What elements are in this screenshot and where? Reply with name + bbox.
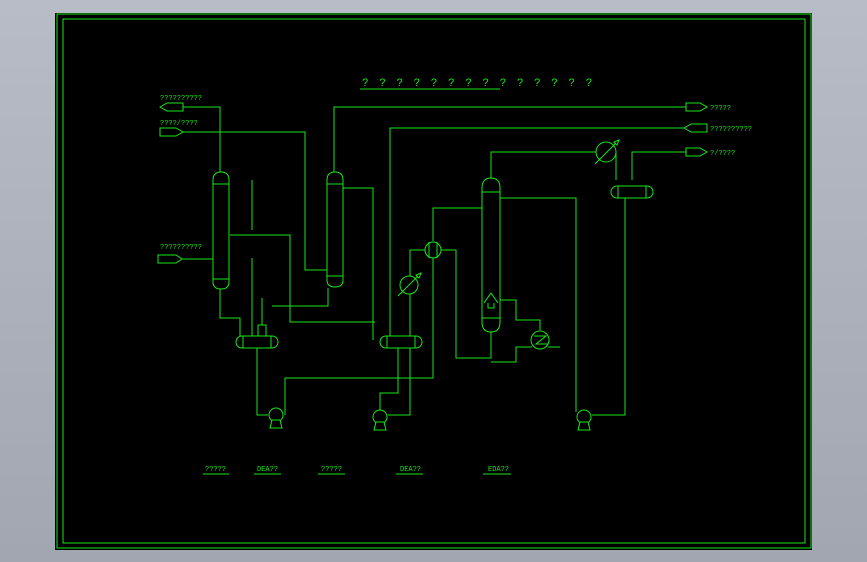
- pump-2[interactable]: [372, 409, 388, 431]
- right-arrow-in-icon: [159, 127, 185, 137]
- pump-3[interactable]: [576, 409, 592, 431]
- left-arrow-out-icon: [158, 102, 184, 112]
- right-stream-3-label: ?/????: [710, 150, 735, 158]
- equipment-label-4: DEA??: [400, 466, 421, 474]
- right-stream-2-label: ??????????: [710, 126, 752, 134]
- left-arrow-in-icon: [682, 123, 708, 133]
- right-stream-2[interactable]: ??????????: [682, 123, 752, 134]
- column-2[interactable]: [326, 171, 344, 288]
- equipment-label-3: ?????: [321, 466, 342, 474]
- equipment-label-5: EDA??: [488, 466, 509, 474]
- right-arrow-out-icon: [685, 102, 709, 112]
- outer-frame: [56, 13, 812, 549]
- right-arrow-in-icon: [157, 254, 183, 264]
- right-arrow-out-icon: [685, 147, 709, 157]
- drum-1[interactable]: [235, 324, 279, 349]
- drum-3[interactable]: [610, 185, 654, 199]
- equipment-labels: ????? DEA?? ????? DEA?? EDA??: [203, 466, 511, 475]
- left-stream-1-label: ??????????: [160, 95, 202, 103]
- reboiler[interactable]: [530, 330, 550, 350]
- right-stream-3[interactable]: ?/????: [685, 147, 735, 158]
- equipment-label-1: ?????: [205, 466, 226, 474]
- heat-exchanger-3[interactable]: [424, 241, 442, 259]
- equipment-label-2: DEA??: [257, 466, 278, 474]
- left-stream-3[interactable]: ??????????: [157, 244, 202, 264]
- drawing-title: ? ? ? ? ? ? ? ? ? ? ? ? ? ?: [362, 78, 594, 90]
- left-stream-3-label: ??????????: [160, 244, 202, 252]
- left-stream-2-label: ????/????: [160, 120, 198, 128]
- right-stream-1[interactable]: ?????: [685, 102, 731, 113]
- heat-exchanger-1[interactable]: [397, 272, 422, 297]
- column-1[interactable]: [212, 171, 230, 290]
- piping: [182, 106, 686, 416]
- drum-2[interactable]: [379, 335, 423, 349]
- left-stream-2[interactable]: ????/????: [159, 120, 198, 137]
- left-stream-1[interactable]: ??????????: [158, 95, 202, 112]
- right-stream-1-label: ?????: [710, 105, 731, 113]
- column-3[interactable]: [481, 177, 501, 333]
- heat-exchanger-2[interactable]: [594, 139, 620, 165]
- inner-frame: [62, 18, 806, 544]
- pump-1[interactable]: [268, 407, 284, 429]
